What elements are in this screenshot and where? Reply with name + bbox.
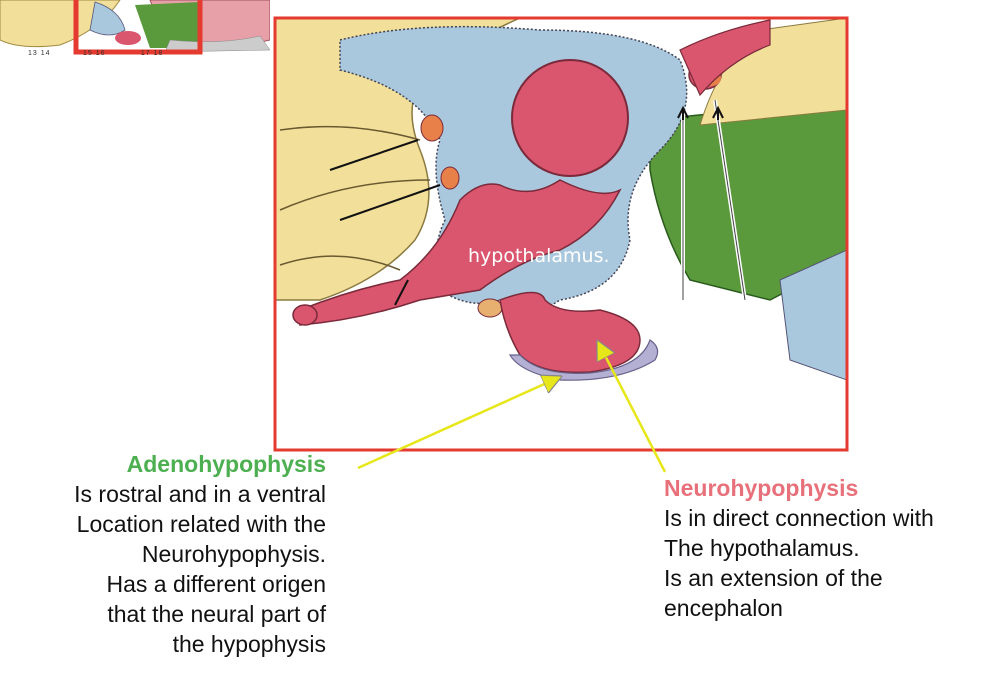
- adenohypophysis-title: Adenohypophysis: [126, 451, 326, 477]
- adenohypophysis-line: the hypophysis: [172, 631, 326, 657]
- adenohypophysis-line: that the neural part of: [107, 601, 326, 627]
- thumb-number: 17: [140, 50, 151, 57]
- adeno-pointer: [357, 377, 560, 470]
- optic-region: [299, 179, 622, 326]
- adenohypophysis-caption: Adenohypophysis Is rostral and in a vent…: [8, 449, 326, 659]
- adenohypophysis-line: Is rostral and in a ventral: [74, 481, 326, 507]
- interthalamic-adhesion: [511, 59, 629, 177]
- adenohypophysis-line: Location related with the: [76, 511, 326, 537]
- neurohypophysis-line: encephalon: [664, 595, 783, 621]
- thumbnail-highlight-box: [73, 0, 203, 55]
- neurohypophysis-line: The hypothalamus.: [664, 535, 860, 561]
- green-region: [649, 99, 847, 301]
- neurohypophysis-title: Neurohypophysis: [664, 475, 859, 501]
- thumbnail-brain: [0, 0, 270, 55]
- neurohypophysis-line: Is in direct connection with: [664, 505, 934, 531]
- inset-frame: [273, 16, 849, 452]
- thumbnail-numbers: 13 14 15 16 17 18: [28, 50, 163, 57]
- thumb-number: 16: [95, 50, 106, 57]
- inset-illustration: hypothalamus.: [275, 18, 847, 450]
- neuro-pointer: [598, 342, 667, 473]
- neurohypophysis-line: Is an extension of the: [664, 565, 883, 591]
- adenohypophysis-line: Has a different origen: [106, 571, 327, 597]
- thumb-number: 15: [82, 50, 93, 57]
- thumb-number: 13: [28, 50, 38, 57]
- neurohypophysis-caption: Neurohypophysis Is in direct connection …: [664, 473, 934, 623]
- thumb-number: 14: [40, 50, 51, 57]
- adenohypophysis-line: Neurohypophysis.: [141, 541, 326, 567]
- hypothalamus-label: hypothalamus.: [468, 245, 610, 267]
- thumb-number: 18: [153, 50, 164, 57]
